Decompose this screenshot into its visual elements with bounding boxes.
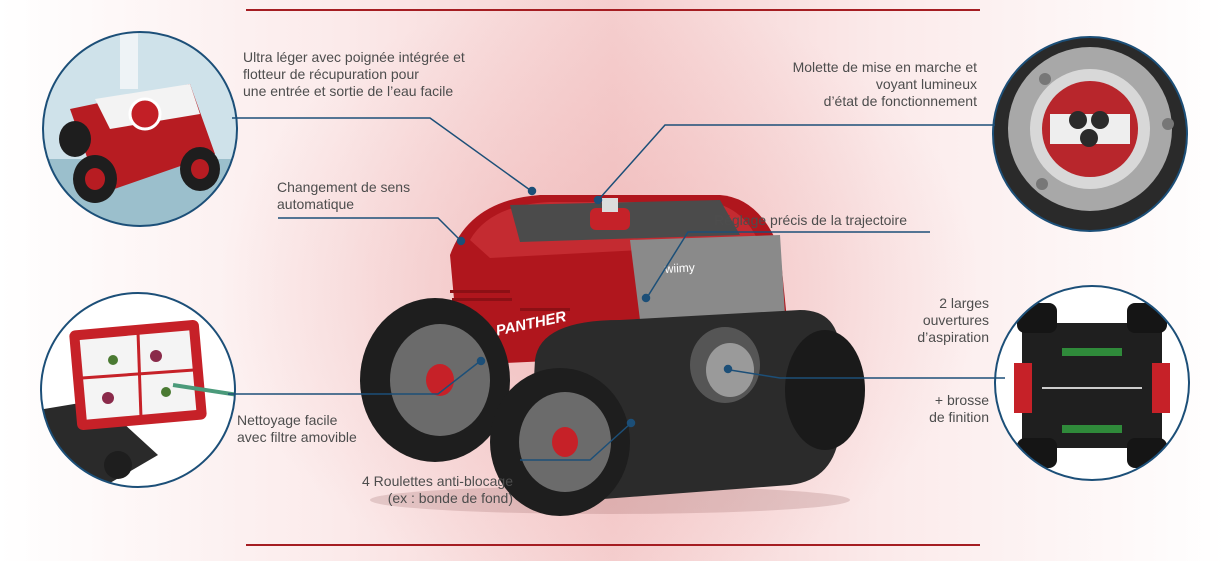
callout-knob-line-2: voyant lumineux	[875, 76, 977, 92]
bottom-rule	[246, 544, 980, 546]
callout-brush-line-2: de finition	[929, 409, 989, 425]
callout-openings-line-3: d’aspiration	[917, 329, 989, 345]
callout-openings-line-1: 2 larges	[939, 295, 989, 311]
top-mark: wiimy	[663, 260, 695, 276]
filter-detail-photo	[40, 292, 236, 488]
callout-knob: Molette de mise en marche et voyant lumi…	[793, 59, 977, 110]
callout-handle-line-3: une entrée et sortie de l’eau facile	[243, 83, 454, 99]
front-left-wheel	[360, 298, 510, 462]
callout-handle: Ultra léger avec poignée intégrée et flo…	[243, 49, 465, 100]
rear-right-wheel	[785, 330, 865, 450]
knob-detail-photo	[992, 36, 1188, 232]
callout-knob-line-3: d’état de fonctionnement	[823, 93, 977, 109]
robot-illustration: wiimy RED PANTHER	[360, 195, 865, 516]
callout-handle-line-2: flotteur de récupuration pour	[243, 66, 419, 82]
top-rule	[246, 9, 980, 11]
callout-trajectory-line-1: Réglage précis de la trajectoire	[714, 212, 907, 228]
callout-filter-line-2: avec filtre amovible	[237, 429, 357, 445]
callout-filter-line-1: Nettoyage facile	[237, 412, 338, 428]
callout-filter: Nettoyage facile avec filtre amovible	[237, 412, 357, 446]
callout-direction-line-2: automatique	[277, 196, 355, 212]
underside-detail-photo	[994, 285, 1190, 481]
callout-wheels: 4 Roulettes anti-blocage (ex : bonde de …	[362, 473, 513, 507]
callout-wheels-line-2: (ex : bonde de fond)	[387, 490, 513, 506]
callout-direction-line-1: Changement de sens	[277, 179, 411, 195]
callout-openings-line-2: ouvertures	[922, 312, 989, 328]
callout-brush-line-1: + brosse	[934, 392, 989, 408]
callout-brush: + brosse de finition	[929, 392, 989, 426]
callout-openings: 2 larges ouvertures d’aspiration	[917, 295, 989, 346]
callout-wheels-line-1: 4 Roulettes anti-blocage	[362, 473, 513, 489]
callout-handle-line-1: Ultra léger avec poignée intégrée et	[243, 49, 465, 65]
handle-detail-photo	[42, 31, 238, 227]
callout-knob-line-1: Molette de mise en marche et	[792, 59, 977, 75]
callout-direction: Changement de sens automatique	[277, 179, 410, 213]
callout-trajectory: Réglage précis de la trajectoire	[714, 212, 907, 229]
front-right-wheel	[490, 368, 630, 516]
